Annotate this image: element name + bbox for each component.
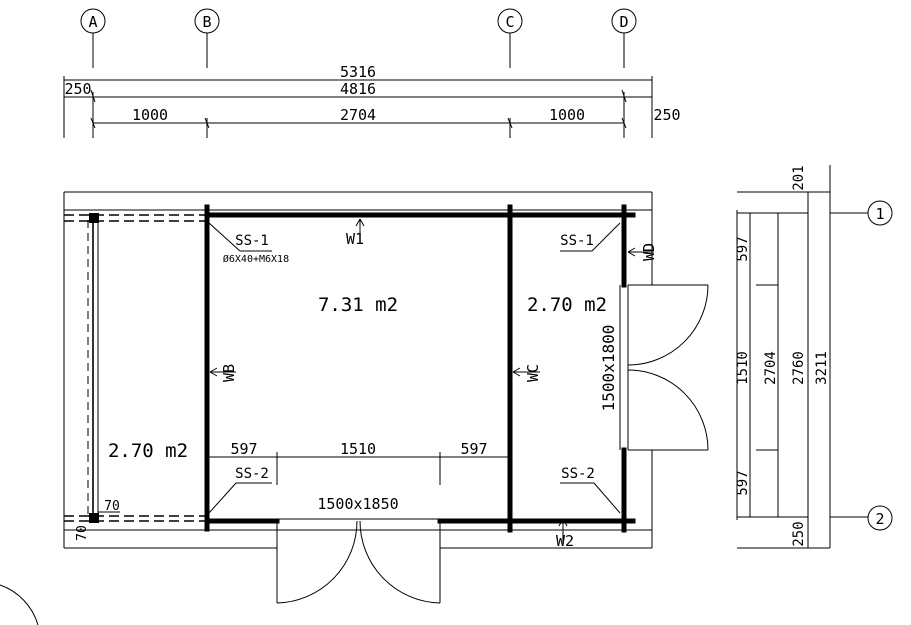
ss1-right-label: SS-1 — [560, 233, 594, 249]
right-dimensions: 1 2 201 597 1510 597 2704 2760 3211 250 — [735, 165, 893, 549]
dim-seg-left: 1000 — [132, 106, 168, 124]
front-dim-right: 597 — [460, 440, 487, 458]
dim-seg-right: 1000 — [549, 106, 585, 124]
front-dim-mid: 1510 — [340, 440, 376, 458]
dim-post-vertical: 70 — [75, 525, 90, 541]
wall-label-wb: WB — [220, 364, 238, 382]
dim-right-overhang: 250 — [653, 106, 680, 124]
dim-right-s1: 597 — [735, 236, 751, 261]
top-dimensions: 5316 4816 250 250 1000 2704 1000 — [63, 63, 681, 138]
dim-seg-mid: 2704 — [340, 106, 376, 124]
wall-label-wc: WC — [524, 364, 542, 382]
dim-right-s2: 1510 — [735, 351, 751, 385]
dim-right-s3: 597 — [735, 470, 751, 495]
side-door-size-label: 1500x1800 — [599, 325, 618, 412]
front-dim-left: 597 — [230, 440, 257, 458]
walls — [204, 204, 636, 533]
grid-label-a: A — [88, 13, 97, 31]
post-bottom-left — [89, 513, 99, 523]
dim-right-top: 201 — [791, 165, 807, 190]
post-top-left — [89, 213, 99, 223]
grid-label-2: 2 — [875, 510, 884, 528]
partial-circle-marker — [0, 584, 39, 625]
wall-label-w2: W2 — [556, 532, 574, 550]
roof-outline — [63, 191, 653, 549]
wall-label-w1: W1 — [346, 230, 364, 248]
grid-label-c: C — [505, 13, 514, 31]
ss2-left-label: SS-2 — [235, 466, 269, 482]
front-dimensions: 597 1510 597 — [207, 440, 510, 485]
dim-right-overall: 3211 — [814, 351, 830, 385]
ss2-right-label: SS-2 — [561, 466, 595, 482]
terrace: 2.70 m2 70 70 — [64, 213, 207, 541]
grid-label-b: B — [202, 13, 211, 31]
terrace-area-label: 2.70 m2 — [108, 440, 188, 462]
dim-right-inner-b: 2760 — [791, 351, 807, 385]
dim-overall-length: 5316 — [340, 63, 376, 81]
wall-markers: W1 W2 WB WC WD — [209, 218, 658, 550]
main-room-area-label: 7.31 m2 — [318, 294, 398, 316]
grid-bubble-1 — [867, 200, 893, 226]
dim-inner-length: 4816 — [340, 80, 376, 98]
grid-label-1: 1 — [875, 205, 884, 223]
side-double-door: 1500x1800 — [599, 284, 709, 451]
ss1-left-label: SS-1 — [235, 233, 269, 249]
section-markers: SS-1 Ø6X40+M6X18 SS-1 SS-2 SS-2 — [208, 222, 621, 514]
front-door-size-label: 1500x1850 — [317, 495, 398, 513]
wall-label-wd: WD — [640, 243, 658, 261]
grid-axes-top: A B C D — [80, 8, 637, 68]
grid-label-d: D — [619, 13, 628, 31]
dim-right-bottom: 250 — [791, 521, 807, 546]
dim-right-inner-a: 2704 — [763, 351, 779, 385]
front-double-door: 1500x1850 — [276, 495, 441, 604]
side-room-area-label: 2.70 m2 — [527, 294, 607, 316]
dim-left-overhang: 250 — [64, 80, 91, 98]
ss1-spec-label: Ø6X40+M6X18 — [223, 253, 289, 265]
grid-bubble-2 — [867, 505, 893, 531]
dim-post-horizontal: 70 — [104, 499, 120, 514]
